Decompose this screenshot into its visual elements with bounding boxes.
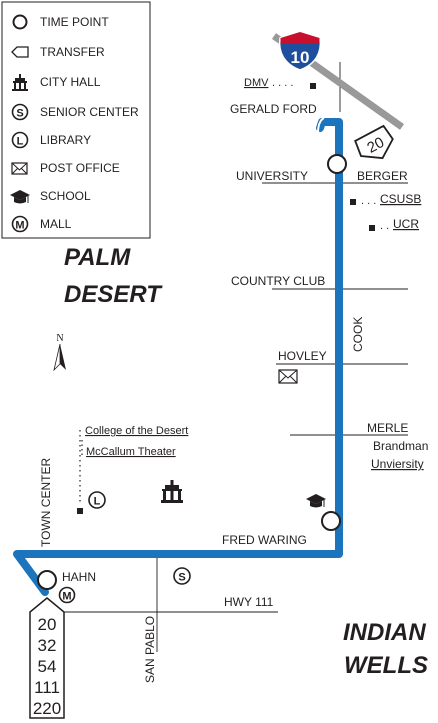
transfer-route-54: 54	[38, 657, 57, 676]
legend: TIME POINT TRANSFER CITY HALL S SE	[1, 1, 151, 239]
svg-text:L: L	[94, 496, 101, 508]
time-point-hahn[interactable]	[37, 570, 57, 590]
legend-label: LIBRARY	[40, 133, 91, 147]
legend-label: POST OFFICE	[40, 161, 120, 175]
interstate-number: 10	[291, 48, 310, 67]
svg-text:M: M	[62, 591, 71, 603]
label-ucr: UCR	[393, 217, 419, 231]
area-label-desert: DESERT	[64, 281, 163, 308]
time-point-fred-waring[interactable]	[321, 511, 341, 531]
legend-item-city-hall: CITY HALL	[12, 74, 101, 91]
legend-label: TIME POINT	[40, 15, 109, 29]
label-brandman: Brandman	[373, 439, 428, 453]
legend-item-library: L LIBRARY	[11, 131, 91, 149]
area-label-palm: PALM	[64, 244, 131, 271]
time-point-icon	[12, 14, 28, 30]
legend-label: TRANSFER	[40, 45, 105, 59]
library-icon: L	[11, 131, 29, 149]
city-hall-icon	[12, 74, 28, 91]
street-hovley: HOVLEY	[278, 349, 327, 363]
transfer-routes-sign: 20 32 54 111 220	[29, 597, 65, 719]
svg-text:. . .: . . .	[361, 195, 376, 207]
street-berger: BERGER	[357, 169, 408, 183]
ucr-marker	[369, 225, 375, 231]
mall-icon: M	[11, 215, 29, 233]
bus-route-line	[13, 118, 343, 596]
compass-label: N	[56, 333, 63, 344]
legend-label: SENIOR CENTER	[40, 105, 139, 119]
route-20-number: 20	[364, 134, 387, 157]
legend-item-school: SCHOOL	[10, 189, 91, 204]
transfer-route-32: 32	[38, 636, 57, 655]
transfer-icon	[11, 46, 29, 58]
street-fred-waring: FRED WARING	[222, 533, 307, 547]
interstate-shield-icon: 10	[278, 31, 322, 71]
svg-text:L: L	[17, 136, 24, 148]
city-hall-icon	[161, 480, 183, 503]
library-icon: L	[88, 491, 106, 509]
csusb-marker	[350, 199, 356, 205]
street-cook: COOK	[351, 317, 365, 352]
svg-text:. .: . .	[380, 220, 389, 232]
route-20-marker-icon: 20	[354, 124, 394, 160]
label-mccallum-theater: McCallum Theater	[86, 446, 176, 458]
area-label-indian: INDIAN	[343, 619, 426, 646]
dmv-marker	[310, 83, 316, 89]
label-college-of-the-desert: College of the Desert	[85, 425, 188, 437]
svg-text:M: M	[15, 220, 24, 232]
legend-item-time-point: TIME POINT	[12, 14, 109, 30]
street-san-pablo: SAN PABLO	[143, 616, 157, 683]
library-marker	[77, 508, 83, 514]
street-university: UNIVERSITY	[236, 169, 308, 183]
legend-item-senior-center: S SENIOR CENTER	[11, 103, 139, 121]
post-office-icon	[11, 162, 28, 175]
street-hwy-111: HWY 111	[224, 595, 274, 609]
transfer-route-220: 220	[33, 699, 61, 718]
mall-icon: M	[58, 586, 76, 604]
street-town-center: TOWN CENTER	[39, 458, 53, 547]
street-gerald-ford: GERALD FORD	[230, 102, 317, 116]
senior-center-icon: S	[173, 567, 191, 585]
legend-label: MALL	[40, 217, 72, 231]
legend-item-transfer: TRANSFER	[11, 45, 105, 59]
svg-text:S: S	[16, 108, 23, 120]
legend-label: CITY HALL	[40, 75, 101, 89]
legend-label: SCHOOL	[40, 189, 91, 203]
school-icon	[306, 494, 326, 508]
time-point-university[interactable]	[327, 154, 347, 174]
transfer-route-111: 111	[34, 678, 60, 697]
area-label-wells: WELLS	[344, 652, 428, 679]
senior-center-icon: S	[11, 103, 29, 121]
legend-item-mall: M MALL	[11, 215, 72, 233]
north-arrow-icon: N	[53, 333, 66, 372]
label-csusb: CSUSB	[380, 192, 421, 206]
street-country-club: COUNTRY CLUB	[231, 274, 325, 288]
svg-text:S: S	[178, 572, 185, 584]
svg-text:. . . .: . . . .	[272, 77, 293, 89]
transfer-route-20: 20	[38, 615, 57, 634]
street-hahn: HAHN	[62, 570, 96, 584]
post-office-icon	[278, 369, 298, 384]
legend-item-post-office: POST OFFICE	[11, 161, 120, 175]
label-university-name: Unviersity	[371, 457, 424, 471]
street-merle: MERLE	[367, 421, 408, 435]
school-icon	[10, 190, 30, 204]
label-dmv: DMV	[244, 77, 269, 89]
